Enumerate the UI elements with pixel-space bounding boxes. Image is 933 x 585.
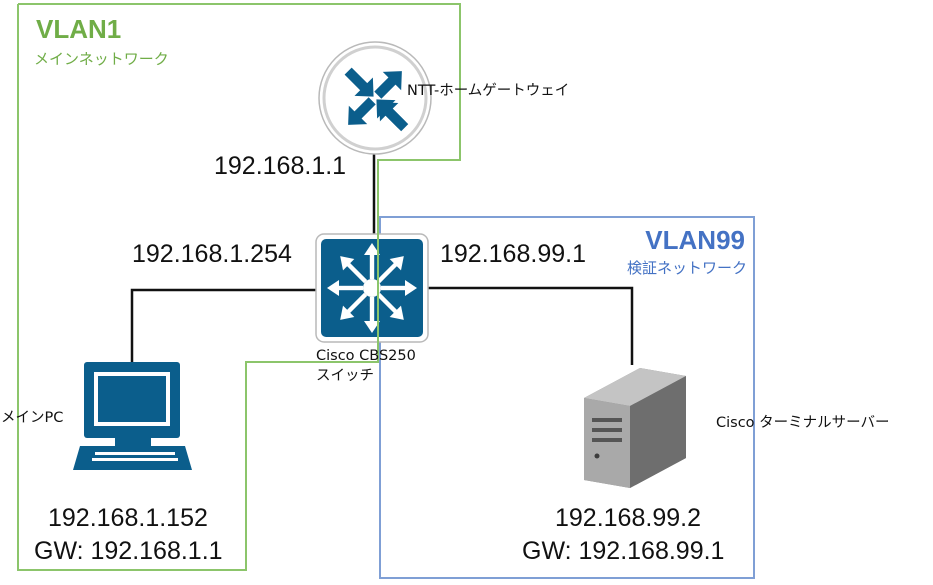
vlan99-subtitle: 検証ネットワーク: [626, 259, 747, 277]
link-switch-pc: [130, 288, 318, 362]
vlan99-boundary: [379, 216, 755, 579]
router-icon[interactable]: [318, 41, 432, 155]
switch-pc-ip: 192.168.1.254: [132, 240, 292, 268]
switch-icon[interactable]: [315, 233, 429, 343]
switch-server-ip: 192.168.99.1: [440, 240, 586, 268]
pc-icon[interactable]: [73, 362, 192, 470]
server-label: Cisco ターミナルサーバー: [716, 415, 890, 431]
link-switch-server: [428, 286, 634, 365]
pc-label: メインPC: [1, 410, 64, 426]
pc-ip: 192.168.1.152: [48, 504, 208, 532]
pc-gateway: GW: 192.168.1.1: [34, 537, 223, 565]
router-label: NTT-ホームゲートウェイ: [407, 83, 570, 99]
server-gateway: GW: 192.168.99.1: [522, 537, 725, 565]
server-ip: 192.168.99.2: [555, 504, 701, 532]
vlan99-title: VLAN99: [645, 225, 745, 255]
router-ip: 192.168.1.1: [214, 152, 347, 180]
connection-lines: [130, 146, 634, 365]
vlan1-boundary: [17, 3, 461, 571]
vlan1-title: VLAN1: [36, 14, 122, 44]
vlan1-subtitle: メインネットワーク: [34, 50, 169, 68]
switch-label-model: Cisco CBS250: [316, 348, 416, 364]
switch-label-type: スイッチ: [316, 368, 374, 384]
server-icon[interactable]: [584, 368, 686, 488]
